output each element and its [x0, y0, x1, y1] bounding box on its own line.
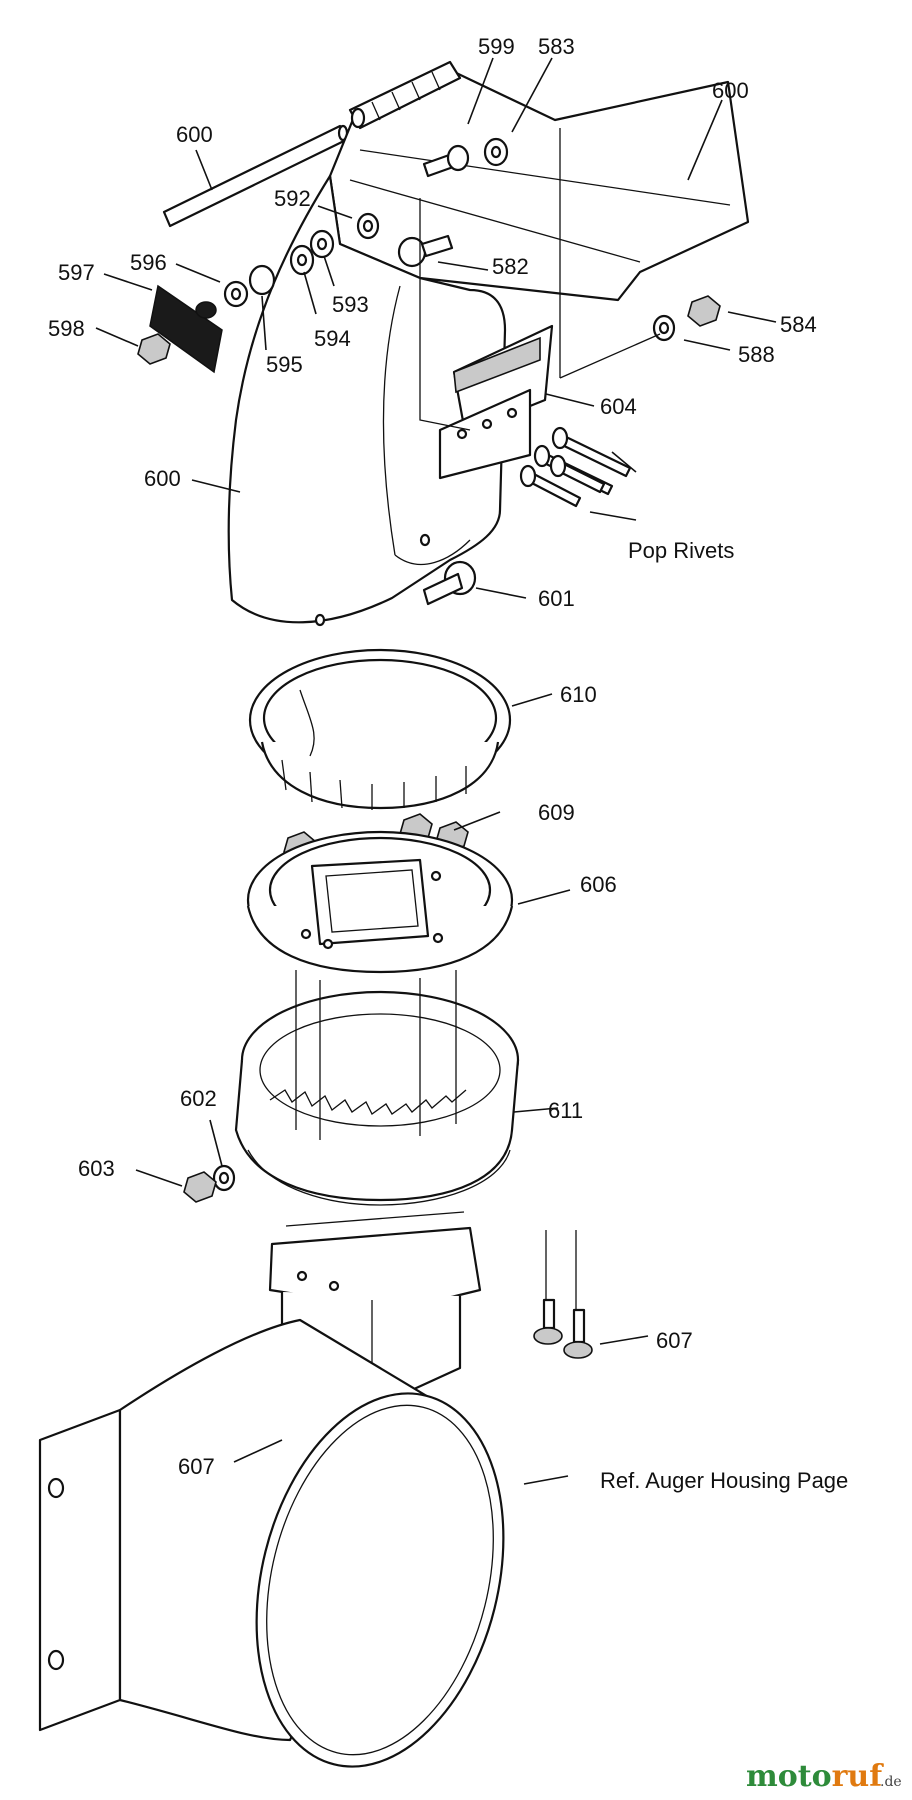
deflector-plate-part	[438, 324, 632, 508]
callout-604: 604	[600, 394, 637, 419]
chute-body-part	[227, 174, 507, 627]
chute-ring-part	[248, 648, 512, 810]
callout-606: 606	[580, 872, 617, 897]
callout-598: 598	[48, 316, 85, 341]
callout-labels: 599 583 600 600 592 596 597 582 584 593 …	[48, 34, 848, 1493]
callout-602: 602	[180, 1086, 217, 1111]
callout-601: 601	[538, 586, 575, 611]
pop-rivet-icon	[519, 464, 582, 508]
motoruf-watermark-logo: motoruf .de	[746, 1759, 902, 1794]
callout-607-right: 607	[656, 1328, 693, 1353]
callout-592: 592	[274, 186, 311, 211]
hardware-upper	[137, 128, 721, 606]
callout-584: 584	[780, 312, 817, 337]
callout-593: 593	[332, 292, 369, 317]
pop-rivet-icon	[551, 426, 632, 478]
watermark-tld: .de	[880, 1774, 902, 1790]
callout-594: 594	[314, 326, 351, 351]
ref-auger-housing-label: Ref. Auger Housing Page	[600, 1468, 848, 1493]
callout-596: 596	[130, 250, 167, 275]
callout-582: 582	[492, 254, 529, 279]
callout-588: 588	[738, 342, 775, 367]
callout-611: 611	[548, 1098, 583, 1123]
auger-housing-duct-part	[38, 1318, 505, 1768]
ring-plate-part	[246, 830, 514, 974]
svg-text:motoruf: motoruf	[746, 1759, 884, 1794]
chute-deflector-part	[328, 60, 750, 302]
callout-600-rod: 600	[176, 122, 213, 147]
callout-609: 609	[538, 800, 575, 825]
gear-ring-part	[234, 970, 520, 1206]
pop-rivets-label: Pop Rivets	[628, 538, 734, 563]
callout-600-deflector: 600	[712, 78, 749, 103]
callout-599: 599	[478, 34, 515, 59]
watermark-brand-suffix: ruf	[832, 1759, 885, 1794]
callout-595: 595	[266, 352, 303, 377]
leader-lines	[95, 57, 777, 1485]
callout-597: 597	[58, 260, 95, 285]
pop-rivet-icon	[549, 454, 606, 494]
callout-583: 583	[538, 34, 575, 59]
callout-600-chute: 600	[144, 466, 181, 491]
nut-washer-part	[183, 1164, 236, 1203]
watermark-brand-prefix: moto	[746, 1759, 832, 1794]
callout-603: 603	[78, 1156, 115, 1181]
callout-610: 610	[560, 682, 597, 707]
callout-607-left: 607	[178, 1454, 215, 1479]
